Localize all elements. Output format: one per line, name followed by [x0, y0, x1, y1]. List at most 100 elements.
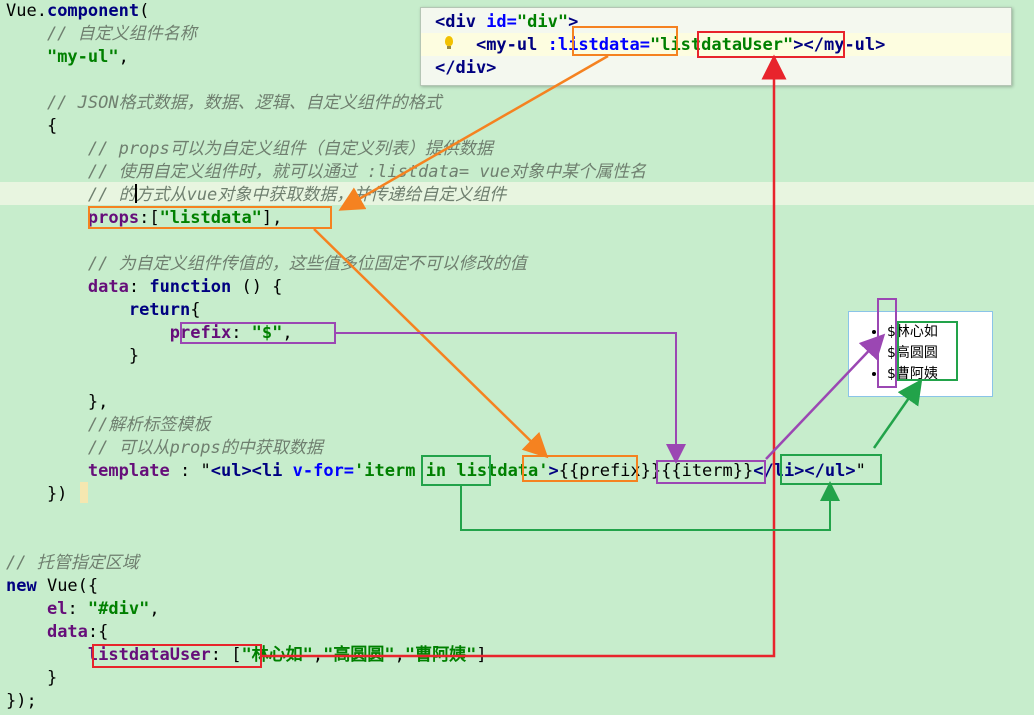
code-token: :	[128, 277, 150, 297]
code-token: // 自定义组件名称	[6, 24, 197, 44]
code-token: "listdataUser"	[649, 35, 794, 55]
code-line: }	[6, 345, 139, 368]
code-token: >	[568, 12, 579, 32]
code-line: data:{	[6, 621, 108, 644]
list-item: $曹阿姨	[887, 364, 938, 385]
code-line: data: function () {	[6, 276, 283, 299]
code-token	[6, 622, 47, 642]
code-token: "#div"	[87, 599, 150, 619]
popup-current-line	[421, 33, 1011, 56]
code-token: "$"	[251, 323, 283, 343]
code-token: ,	[394, 645, 405, 665]
code-line: </div>	[435, 57, 496, 80]
code-token: }	[6, 668, 58, 688]
code-token: ],	[261, 208, 283, 228]
code-token: "listdata"	[159, 208, 262, 228]
code-token: :{	[87, 622, 109, 642]
code-token: el	[46, 599, 68, 619]
code-token: "	[855, 461, 866, 481]
code-line: // JSON格式数据，数据、逻辑、自定义组件的格式	[6, 92, 442, 115]
lightbulb-icon[interactable]	[445, 36, 453, 49]
code-line: //解析标签模板	[6, 414, 210, 437]
code-token: :	[67, 599, 88, 619]
code-line: // 托管指定区域	[6, 552, 139, 575]
code-token: ]	[476, 645, 487, 665]
code-line: <my-ul :listdata="listdataUser"></my-ul>	[435, 34, 885, 57]
code-token: return	[128, 300, 191, 320]
code-line: {	[6, 115, 57, 138]
code-line: template : "<ul><li v-for='iterm in list…	[6, 460, 866, 483]
code-line: Vue.component(	[6, 0, 149, 23]
code-line: props:["listdata"],	[6, 207, 283, 230]
code-line: new Vue({	[6, 575, 98, 598]
code-line: // 自定义组件名称	[6, 23, 197, 46]
code-token: Vue.	[6, 1, 47, 21]
code-token: // 托管指定区域	[6, 553, 139, 573]
code-line: // props可以为自定义组件（自定义列表）提供数据	[6, 138, 493, 161]
code-token: </li></ul>	[753, 461, 856, 481]
code-token: ></my-ul>	[793, 35, 886, 55]
code-line: prefix: "$",	[6, 322, 293, 345]
code-token	[6, 208, 88, 228]
code-token: // props可以为自定义组件（自定义列表）提供数据	[6, 139, 493, 159]
code-token: <my-ul	[475, 35, 548, 55]
code-token: <div	[435, 12, 487, 32]
code-token	[6, 277, 88, 297]
code-token: listdataUser	[87, 645, 211, 665]
code-token: ,	[149, 599, 160, 619]
code-token: v-for=	[292, 461, 355, 481]
code-line: "my-ul",	[6, 46, 129, 69]
code-token: "高圆圆"	[323, 645, 395, 665]
code-token: {	[190, 300, 201, 320]
code-token	[435, 35, 476, 55]
code-token: component	[46, 1, 140, 21]
html-snippet-popup: <div id="div"> <my-ul :listdata="listdat…	[420, 7, 1012, 86]
code-token	[6, 599, 47, 619]
code-token: }	[6, 346, 140, 366]
code-line: el: "#div",	[6, 598, 160, 621]
code-token: function	[149, 277, 232, 297]
rendered-list: $林心如 $高圆圆 $曹阿姨	[849, 322, 938, 385]
code-token: })	[6, 484, 68, 504]
text-caret	[135, 184, 137, 203]
code-token: new	[6, 576, 37, 596]
code-token: "my-ul"	[46, 47, 119, 67]
code-token: // 可以从props的中获取数据	[6, 438, 323, 458]
code-token: 'iterm in listdata'	[354, 461, 549, 481]
code-token: >	[548, 461, 559, 481]
code-token: data	[46, 622, 88, 642]
code-line: <div id="div">	[435, 11, 578, 34]
code-token: {{prefix}}{{iterm}}	[558, 461, 754, 481]
code-line: }	[6, 667, 57, 690]
code-token: // 使用自定义组件时，就可以通过 :listdata= vue对象中某个属性名	[6, 162, 647, 182]
fold-marker[interactable]	[80, 482, 88, 503]
code-token: :[	[139, 208, 160, 228]
code-token: data	[87, 277, 129, 297]
code-token: });	[6, 691, 37, 711]
code-token: {	[6, 116, 58, 136]
code-token: template	[87, 461, 170, 481]
code-token: Vue({	[36, 576, 99, 596]
code-token: :listdata=	[547, 35, 650, 55]
code-line: return{	[6, 299, 201, 322]
code-line: // 为自定义组件传值的，这些值多位固定不可以修改的值	[6, 253, 527, 276]
code-token	[6, 47, 47, 67]
code-token: "曹阿姨"	[404, 645, 477, 665]
code-token	[6, 323, 170, 343]
code-token: ,	[118, 47, 129, 67]
code-token: : "	[169, 461, 211, 481]
list-item: $林心如	[887, 322, 938, 343]
code-token: <ul><li	[210, 461, 293, 481]
code-token: //解析标签模板	[6, 415, 211, 435]
code-token: "林心如"	[241, 645, 313, 665]
code-token: prefix	[169, 323, 232, 343]
arrow-iterm-to-template	[460, 481, 840, 531]
arrow-prefix-to-template	[336, 332, 686, 464]
code-token: () {	[231, 277, 283, 297]
code-token: props	[87, 208, 140, 228]
code-token: ,	[312, 645, 324, 665]
code-token	[6, 461, 88, 481]
code-token: ,	[282, 323, 293, 343]
code-token: // 为自定义组件传值的，这些值多位固定不可以修改的值	[6, 254, 527, 274]
code-token: id=	[486, 12, 517, 32]
